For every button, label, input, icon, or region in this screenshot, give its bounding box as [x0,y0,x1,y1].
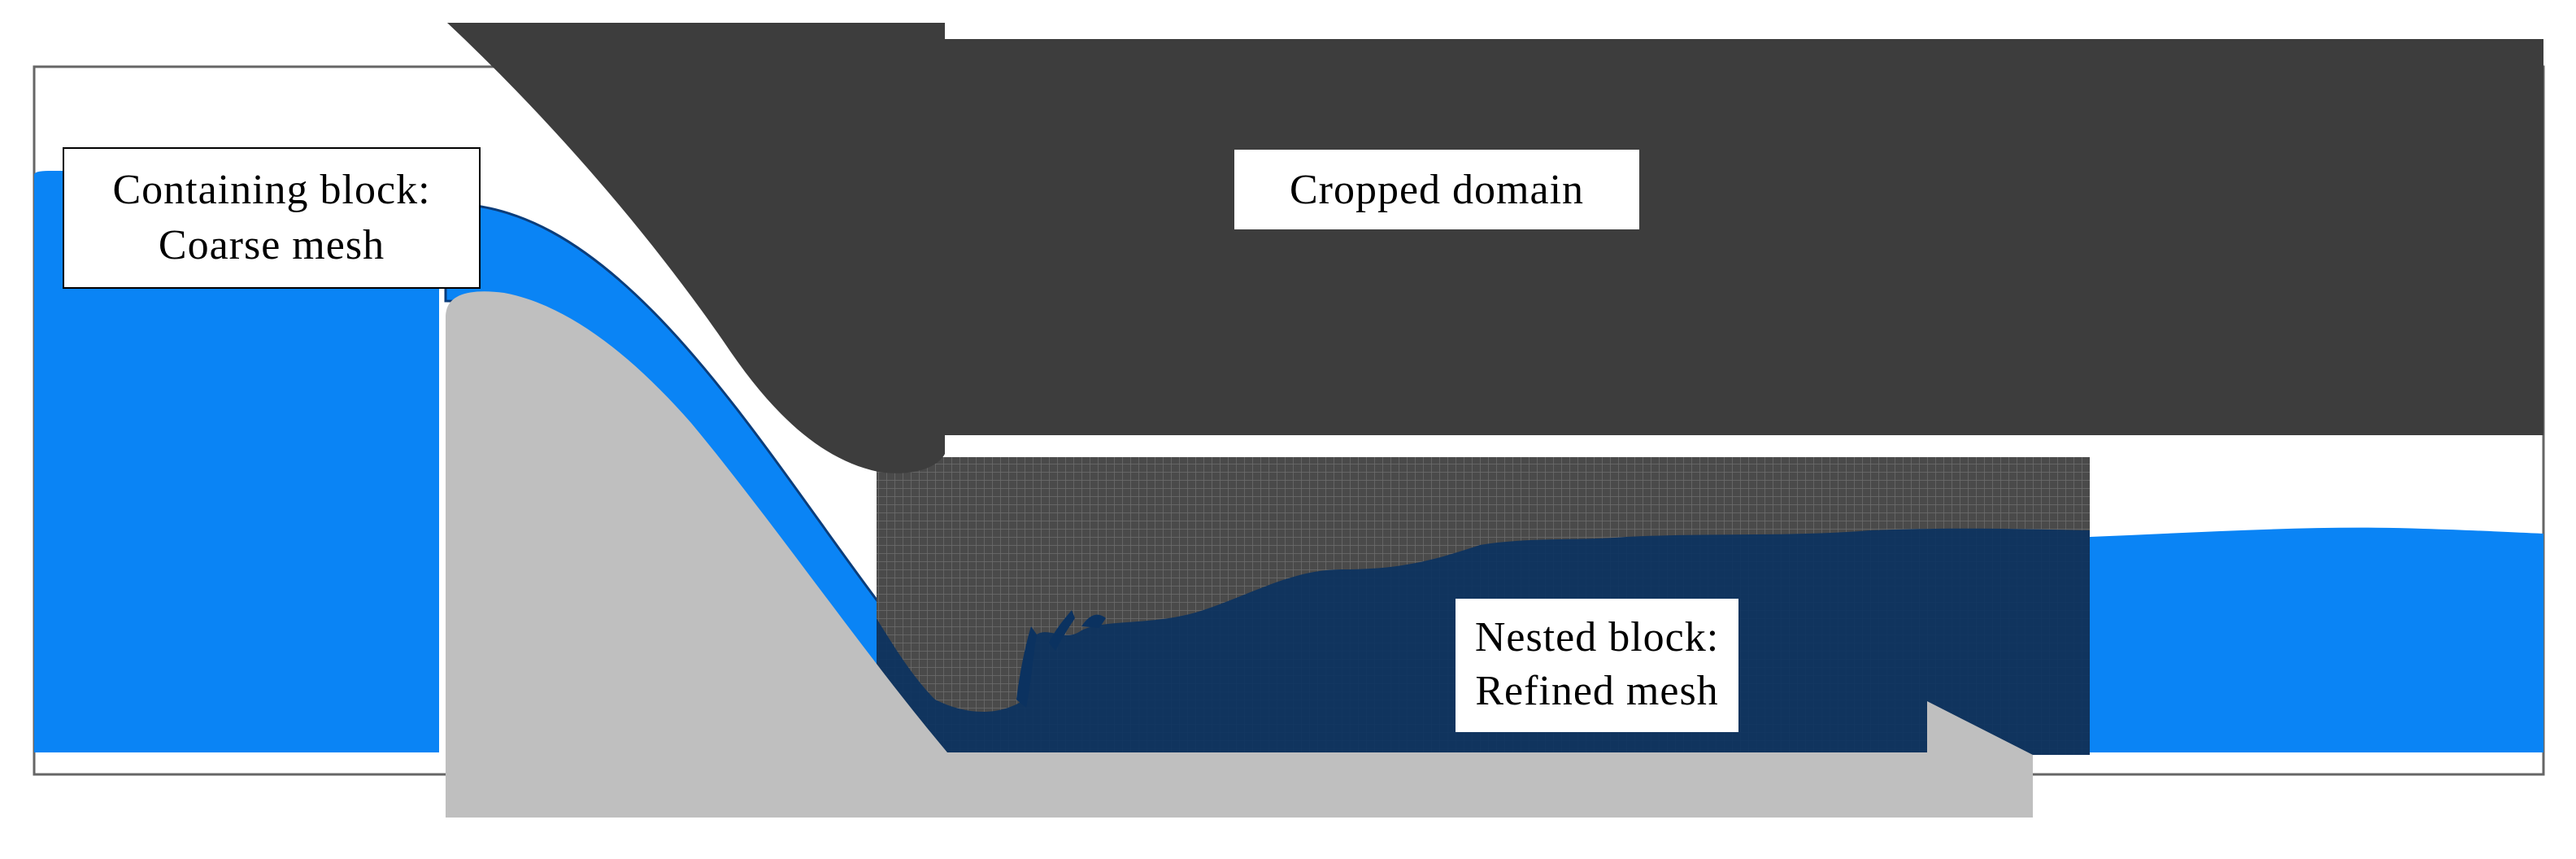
containing-block-label-line1: Containing block: [112,167,430,213]
containing-block-label-line2: Coarse mesh [159,222,385,268]
cropped-domain-label: Cropped domain [1234,150,1639,229]
cropped-domain-region [447,23,2543,473]
nested-block-label: Nested block: Refined mesh [1456,599,1738,732]
nested-block-label-line2: Refined mesh [1475,668,1718,714]
splash-spray [1016,610,1106,708]
cropped-domain-label-text: Cropped domain [1290,167,1584,213]
nested-block-label-line1: Nested block: [1475,614,1719,661]
downstream-water [2090,527,2543,752]
containing-block-label: Containing block: Coarse mesh [63,147,481,289]
reservoir-water [34,171,439,752]
dam-spillway-structure [446,291,2033,818]
